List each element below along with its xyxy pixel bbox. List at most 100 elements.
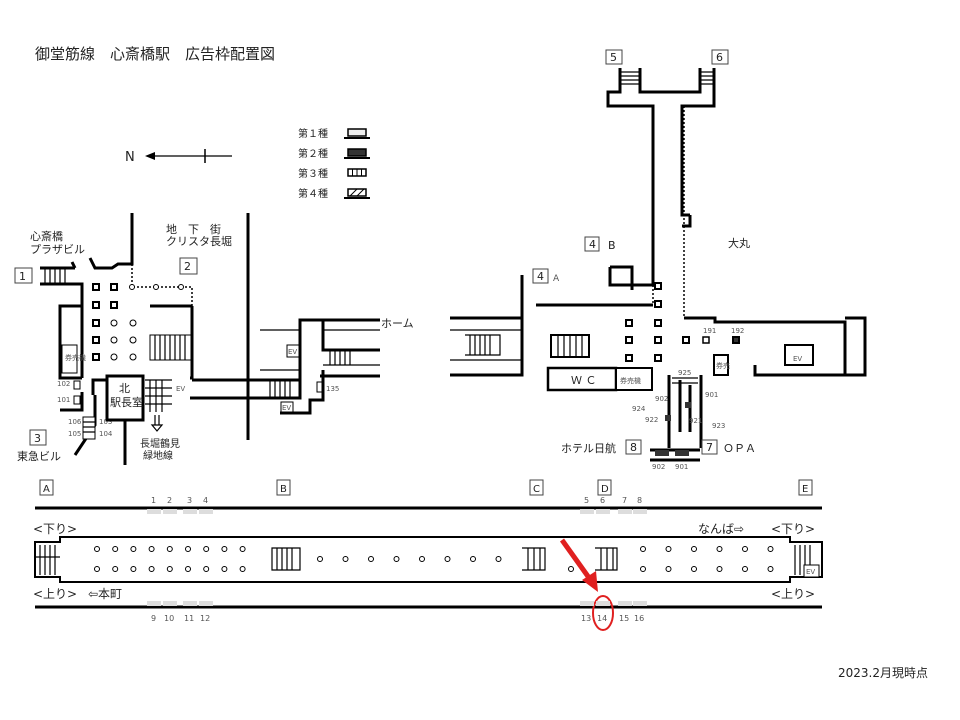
ad-921: 921 — [689, 417, 702, 425]
ad-slot-top-label: 2 — [167, 496, 172, 505]
legend-label-3: 第３種 — [298, 167, 328, 180]
columns-south — [625, 282, 740, 362]
pillar — [691, 546, 697, 552]
ad-slot-top-label: 3 — [187, 496, 192, 505]
exit-4b-number: 4 — [589, 238, 596, 251]
pillar — [665, 566, 672, 572]
exit-6-box — [711, 49, 729, 65]
ad-105: 105 — [68, 430, 81, 438]
exit-1-label: 1 — [19, 270, 26, 283]
pillar — [112, 546, 119, 552]
car-box-E — [798, 479, 813, 496]
pillar — [185, 546, 191, 552]
pillar — [742, 546, 748, 552]
ad-135: 135 — [326, 385, 339, 393]
pillar — [239, 546, 246, 552]
pillar — [203, 566, 210, 572]
platform-ev-label: EV — [806, 568, 815, 576]
legend-symbol-3 — [347, 168, 367, 177]
car-box-B — [276, 479, 291, 496]
pillar — [470, 556, 476, 562]
ad-924: 924 — [632, 405, 646, 413]
car-box-D — [597, 479, 612, 496]
ad-103: 103 — [99, 418, 112, 426]
ad-slot-bottom-label: 10 — [164, 614, 174, 623]
hotel-nikko-label: ホテル日航 — [561, 441, 616, 455]
ad-104: 104 — [99, 430, 113, 438]
car-label: E — [802, 484, 808, 495]
pillar — [94, 546, 100, 552]
pillar — [94, 566, 100, 572]
ad-slot-bottom — [199, 601, 213, 606]
exit-4a-box — [532, 268, 549, 284]
exit-2-label: 2 — [184, 260, 191, 273]
car-label: D — [601, 484, 609, 495]
shinsaibashi-plaza-label-2: プラザビル — [30, 243, 85, 256]
daimaru-label: 大丸 — [728, 236, 750, 250]
as-of-date: 2023.2月現時点 — [838, 666, 928, 680]
ev-label-2: EV — [288, 348, 297, 356]
pillar — [368, 556, 374, 562]
ad-192: 192 — [731, 327, 744, 335]
up-left-label: <上り> — [33, 587, 77, 601]
exit-1-box — [14, 267, 33, 284]
pillar — [767, 566, 774, 572]
opa-label: ＯＰＡ — [723, 442, 756, 455]
pillar — [221, 546, 228, 552]
ad-slot-top — [163, 509, 177, 514]
ad-slot-bottom — [183, 601, 197, 606]
pillar — [148, 546, 155, 552]
ad-slot-bottom — [596, 601, 610, 606]
pillar — [444, 556, 451, 562]
station-office — [105, 374, 145, 422]
ad-902-bottom: 902 — [652, 463, 665, 471]
ad-slot-bottom — [147, 601, 161, 606]
pillar — [317, 556, 323, 562]
ad-slot-bottom — [618, 601, 632, 606]
exit-5-box — [605, 49, 623, 65]
pillar — [716, 546, 723, 552]
highlight-arrow — [559, 538, 595, 584]
ad-slot-top-label: 4 — [203, 496, 208, 505]
pillar — [742, 566, 748, 572]
exit-8-label: 8 — [630, 441, 637, 454]
exit-8-box — [625, 439, 642, 455]
ad-106: 106 — [68, 418, 82, 426]
ad-slot-top — [147, 509, 161, 514]
exit-4b-box — [584, 236, 600, 252]
pillar — [166, 546, 173, 552]
pillar — [640, 546, 646, 552]
ad-slot-top — [183, 509, 197, 514]
pillar — [419, 556, 425, 562]
pillar — [166, 566, 173, 572]
ad-slot-bottom — [580, 601, 594, 606]
car-label: B — [280, 484, 287, 495]
car-label: C — [533, 484, 540, 495]
pillar — [203, 546, 210, 552]
highlight-circle — [592, 595, 614, 631]
ad-slot-bottom-label: 14 — [597, 614, 607, 623]
car-label: A — [43, 484, 50, 495]
ad-slot-bottom-label: 15 — [619, 614, 629, 623]
exit-6-label: 6 — [716, 51, 723, 64]
pillar — [568, 566, 574, 572]
ev-label-3: EV — [282, 404, 291, 412]
pillar — [665, 546, 672, 552]
station-office-label-2: 駅長室 — [110, 395, 143, 409]
page-title: 御堂筋線 心斎橋駅 広告枠配置図 — [35, 45, 275, 63]
nagahori-line-label-2: 緑地線 — [143, 449, 173, 462]
ad-102: 102 — [57, 380, 70, 388]
pillar — [767, 546, 774, 552]
pillar — [691, 566, 697, 572]
ev-label: EV — [176, 385, 185, 393]
ad-slot-top — [580, 509, 594, 514]
namba-label: なんば⇨ — [698, 522, 744, 536]
pillar — [342, 556, 349, 562]
ad-slot-top-label: 1 — [151, 496, 156, 505]
exit-7-box — [701, 439, 718, 455]
north-arrow: N — [125, 149, 232, 165]
down-right-label: <下り> — [771, 522, 815, 536]
ad-191: 191 — [703, 327, 716, 335]
